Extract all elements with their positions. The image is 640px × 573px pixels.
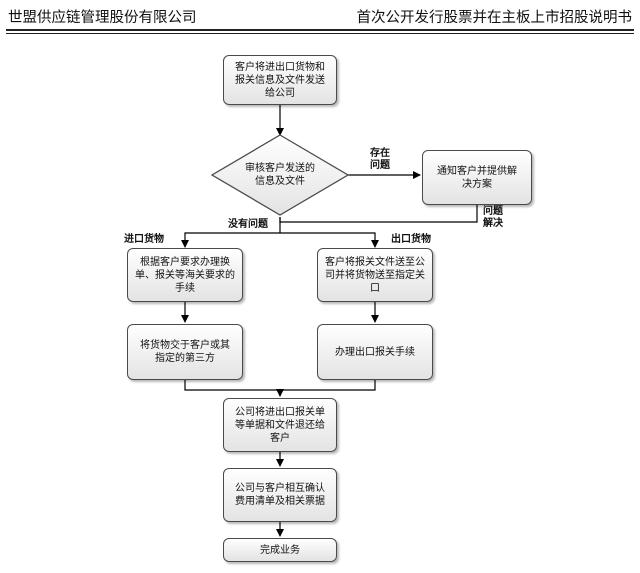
label-export-goods: 出口货物 [391, 234, 431, 245]
review-diamond [210, 134, 350, 216]
review-diamond-text: 审核客户发送的信息及文件 [245, 163, 315, 187]
import-procedure-box: 根据客户要求办理换单、报关等海关要求的手续 [127, 248, 243, 302]
return-documents-box: 公司将进出口报关单等单据和文件退还给客户 [223, 398, 337, 452]
header-rule-thin [6, 33, 634, 34]
notify-customer-box: 通知客户并提供解决方案 [422, 150, 532, 205]
export-declare-box: 办理出口报关手续 [317, 324, 433, 380]
arrow-notify-back [279, 205, 478, 223]
header-document-title: 首次公开发行股票并在主板上市招股说明书 [356, 10, 633, 26]
header-company-name: 世盟供应链管理股份有限公司 [8, 10, 197, 26]
import-deliver-box: 将货物交于客户或其指定的第三方 [127, 324, 243, 380]
complete-box: 完成业务 [223, 538, 337, 562]
start-box: 客户将进出口货物和报关信息及文件发送给公司 [223, 55, 337, 105]
connector-merge [184, 380, 376, 391]
header-rule-thick [6, 29, 634, 31]
export-send-box: 客户将报关文件送至公司并将货物送至指定关口 [317, 248, 433, 302]
label-problem-resolved: 问题 解决 [483, 206, 503, 229]
arrow-to-export [280, 232, 379, 248]
confirm-fees-box: 公司与客户相互确认费用清单及相关票据 [223, 468, 337, 522]
label-has-problem: 存在 问题 [370, 148, 390, 171]
label-import-goods: 进口货物 [124, 234, 164, 245]
label-no-problem: 没有问题 [228, 219, 268, 230]
arrow-to-import [181, 232, 280, 248]
